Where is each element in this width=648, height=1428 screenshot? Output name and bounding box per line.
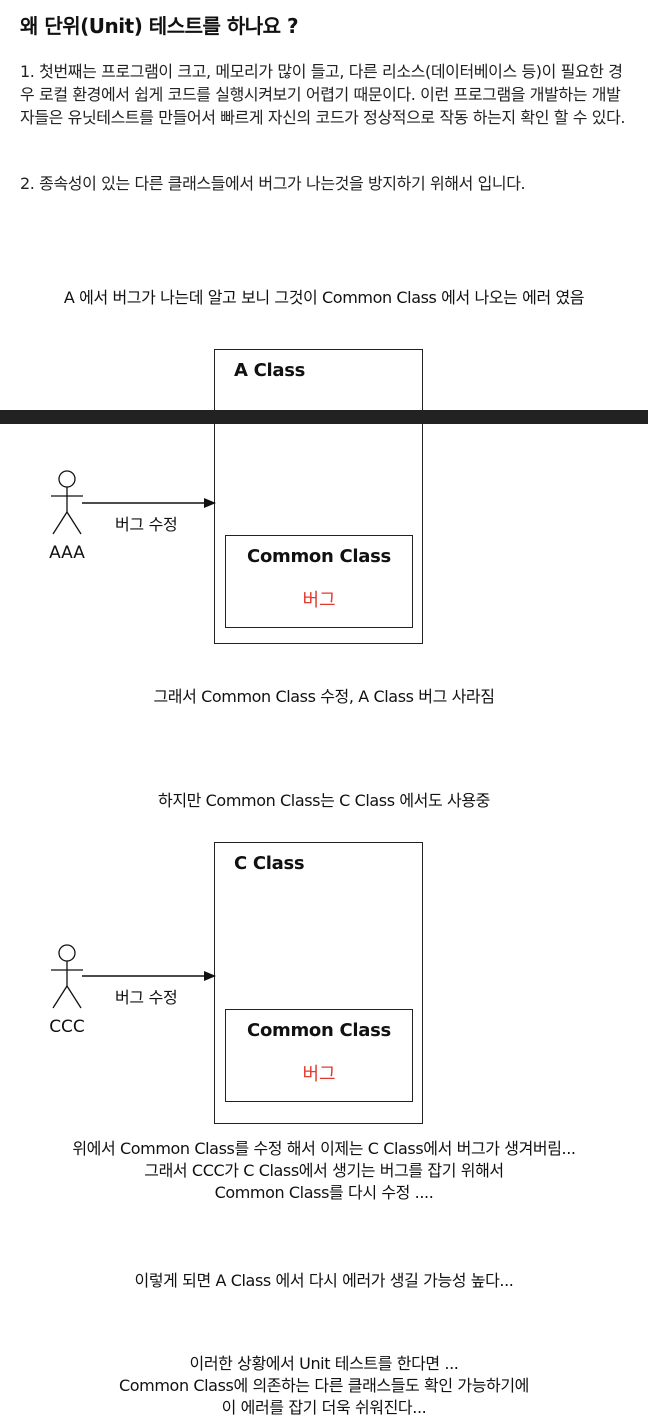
- scenario1-caption-bottom: 그래서 Common Class 수정, A Class 버그 사라짐: [153, 687, 495, 706]
- arrow-label-1: 버그 수정: [115, 515, 178, 534]
- actor-aaa-label: AAA: [49, 543, 85, 563]
- scenario1-caption-top: A 에서 버그가 나는데 알고 보니 그것이 Common Class 에서 나…: [63, 288, 585, 307]
- scenario2-caption-top: 하지만 Common Class는 C Class 에서도 사용중: [158, 791, 490, 810]
- bug-label-1: 버그: [302, 590, 336, 611]
- arrow-label-2: 버그 수정: [115, 988, 178, 1007]
- conclusion-1: 이렇게 되면 A Class 에서 다시 에러가 생길 가능성 높다...: [134, 1271, 514, 1290]
- a-class-label: A Class: [234, 360, 306, 381]
- arrow-2: [82, 971, 216, 981]
- scenario2-caption-line-3: Common Class를 다시 수정 ....: [214, 1183, 434, 1202]
- conclusion-line-3: 이 에러를 잡기 더욱 쉬워진다...: [221, 1398, 427, 1417]
- page-title: 왜 단위(Unit) 테스트를 하나요 ?: [20, 14, 299, 38]
- arrow-1: [82, 498, 216, 508]
- reason-2: 2. 종속성이 있는 다른 클래스들에서 버그가 나는것을 방지하기 위해서 입…: [20, 174, 526, 193]
- actor-ccc-label: CCC: [49, 1017, 85, 1037]
- divider-bar: [0, 410, 648, 424]
- common-class-label-2: Common Class: [247, 1020, 391, 1041]
- conclusion-line-1: 이러한 상황에서 Unit 테스트를 한다면 ...: [189, 1354, 459, 1373]
- scenario2-caption-line-1: 위에서 Common Class를 수정 해서 이제는 C Class에서 버그…: [72, 1139, 576, 1158]
- actor-ccc-icon: [51, 944, 83, 1009]
- common-class-label-1: Common Class: [247, 546, 391, 567]
- common-class-box-1: Common Class 버그: [225, 535, 413, 628]
- conclusion-line-2: Common Class에 의존하는 다른 클래스들도 확인 가능하기에: [119, 1376, 529, 1395]
- scenario2-caption-line-2: 그래서 CCC가 C Class에서 생기는 버그를 잡기 위해서: [144, 1161, 504, 1180]
- actor-aaa-icon: [51, 470, 83, 535]
- common-class-box-2: Common Class 버그: [225, 1009, 413, 1102]
- bug-label-2: 버그: [302, 1064, 336, 1085]
- reason-1: 1. 첫번째는 프로그램이 크고, 메모리가 많이 들고, 다른 리소스(데이터…: [20, 62, 626, 127]
- c-class-label: C Class: [234, 853, 305, 874]
